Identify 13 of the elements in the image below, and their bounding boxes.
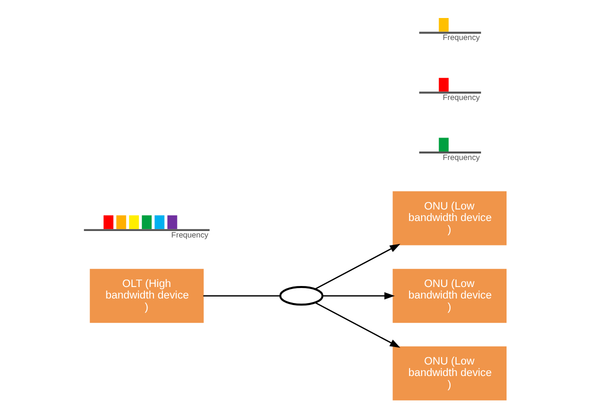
- node-box: ONU (Low bandwidth device ): [392, 268, 506, 323]
- node-box: ONU (Low bandwidth device ): [392, 346, 506, 400]
- connector: [202, 295, 280, 296]
- arrow: [322, 292, 394, 300]
- node-ellipse: [278, 286, 323, 306]
- label: Frequency: [442, 92, 480, 102]
- arrow: [314, 244, 400, 290]
- arrow: [314, 302, 400, 348]
- label: Frequency: [442, 152, 480, 162]
- label: Frequency: [170, 230, 208, 240]
- node-box: ONU (Low bandwidth device ): [392, 191, 506, 246]
- label: Frequency: [442, 32, 480, 42]
- node-box: OLT (High bandwidth device ): [89, 268, 204, 323]
